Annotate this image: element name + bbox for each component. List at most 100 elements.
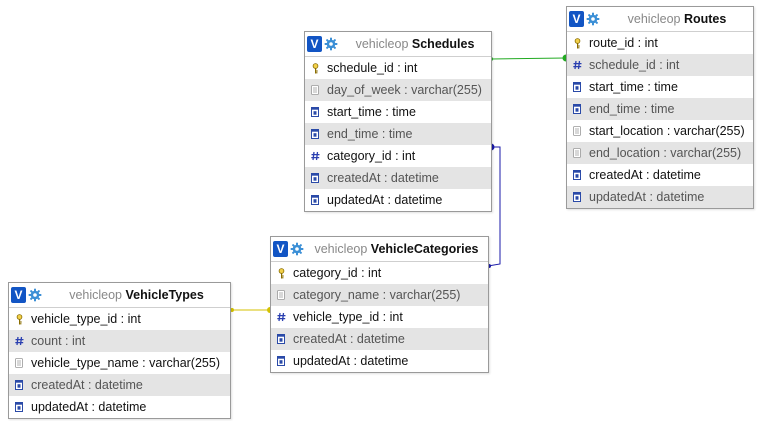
hash-icon (14, 335, 24, 347)
table-name: Schedules (411, 37, 475, 51)
text-icon (310, 84, 320, 96)
column-label: route_id : int (589, 36, 658, 50)
column-label: updatedAt : datetime (327, 193, 443, 207)
column-row[interactable]: end_time : time (567, 98, 753, 120)
table-header[interactable]: V vehicleop VehicleTypes (9, 283, 230, 308)
table-header[interactable]: V vehicleop Routes (567, 7, 753, 32)
column-label: createdAt : datetime (31, 378, 143, 392)
table-name: VehicleTypes (125, 288, 204, 302)
column-label: end_time : time (327, 127, 413, 141)
column-row[interactable]: day_of_week : varchar(255) (305, 79, 491, 101)
key-icon (310, 62, 320, 74)
table-header[interactable]: V vehicleop VehicleCategories (271, 237, 488, 262)
column-row[interactable]: start_time : time (567, 76, 753, 98)
column-label: vehicle_type_id : int (293, 310, 403, 324)
column-label: createdAt : datetime (293, 332, 405, 346)
column-label: category_name : varchar(255) (293, 288, 461, 302)
column-row[interactable]: schedule_id : int (567, 54, 753, 76)
table-title: vehicleop Schedules (339, 37, 491, 51)
column-label: updatedAt : datetime (293, 354, 409, 368)
column-label: category_id : int (327, 149, 416, 163)
column-row[interactable]: start_location : varchar(255) (567, 120, 753, 142)
table-title: vehicleop Routes (601, 12, 753, 26)
link-schedules-routes (489, 54, 570, 62)
v-button[interactable]: V (273, 241, 288, 257)
text-icon (572, 125, 582, 137)
clock-icon (310, 194, 320, 206)
column-label: start_time : time (589, 80, 678, 94)
key-icon (14, 313, 24, 325)
column-label: schedule_id : int (589, 58, 680, 72)
clock-icon (310, 106, 320, 118)
database-name: vehicleop (355, 37, 409, 51)
hash-icon (572, 59, 582, 71)
column-label: end_time : time (589, 102, 675, 116)
column-label: start_time : time (327, 105, 416, 119)
column-list: category_id : int category_name : varchar… (271, 262, 488, 372)
column-list: route_id : int schedule_id : int start_tim… (567, 32, 753, 208)
column-row[interactable]: end_time : time (305, 123, 491, 145)
column-row[interactable]: updatedAt : datetime (9, 396, 230, 418)
gear-icon[interactable] (323, 36, 339, 52)
column-row[interactable]: createdAt : datetime (9, 374, 230, 396)
column-row[interactable]: updatedAt : datetime (305, 189, 491, 211)
column-row[interactable]: updatedAt : datetime (567, 186, 753, 208)
column-row[interactable]: vehicle_type_id : int (9, 308, 230, 330)
table-vehicletypes[interactable]: V vehicleop VehicleTypes vehicle_type_id… (8, 282, 231, 419)
column-row[interactable]: createdAt : datetime (271, 328, 488, 350)
database-name: vehicleop (69, 288, 123, 302)
column-label: vehicle_type_id : int (31, 312, 141, 326)
table-name: Routes (683, 12, 727, 26)
v-button[interactable]: V (11, 287, 26, 303)
column-row[interactable]: count : int (9, 330, 230, 352)
v-button[interactable]: V (307, 36, 322, 52)
key-icon (276, 267, 286, 279)
hash-icon (310, 150, 320, 162)
column-row[interactable]: vehicle_type_id : int (271, 306, 488, 328)
column-row[interactable]: category_id : int (305, 145, 491, 167)
table-title: vehicleop VehicleTypes (43, 288, 230, 302)
table-vehiclecategories[interactable]: V vehicleop VehicleCategories category_i… (270, 236, 489, 373)
gear-icon[interactable] (289, 241, 305, 257)
clock-icon (310, 128, 320, 140)
gear-icon[interactable] (585, 11, 601, 27)
clock-icon (310, 172, 320, 184)
clock-icon (572, 81, 582, 93)
column-row[interactable]: createdAt : datetime (305, 167, 491, 189)
clock-icon (14, 401, 24, 413)
clock-icon (572, 169, 582, 181)
table-routes[interactable]: V vehicleop Routes route_id : int schedul… (566, 6, 754, 209)
column-row[interactable]: createdAt : datetime (567, 164, 753, 186)
gear-icon[interactable] (27, 287, 43, 303)
column-label: createdAt : datetime (327, 171, 439, 185)
column-row[interactable]: start_time : time (305, 101, 491, 123)
v-button[interactable]: V (569, 11, 584, 27)
column-row[interactable]: end_location : varchar(255) (567, 142, 753, 164)
link-vehicletypes-vehiclecategories (230, 307, 273, 313)
clock-icon (572, 191, 582, 203)
clock-icon (14, 379, 24, 391)
hash-icon (276, 311, 286, 323)
column-row[interactable]: category_id : int (271, 262, 488, 284)
database-name: vehicleop (627, 12, 681, 26)
column-row[interactable]: category_name : varchar(255) (271, 284, 488, 306)
text-icon (276, 289, 286, 301)
column-row[interactable]: vehicle_type_name : varchar(255) (9, 352, 230, 374)
table-title: vehicleop VehicleCategories (305, 242, 488, 256)
column-label: updatedAt : datetime (31, 400, 147, 414)
column-row[interactable]: schedule_id : int (305, 57, 491, 79)
clock-icon (572, 103, 582, 115)
database-name: vehicleop (314, 242, 368, 256)
column-row[interactable]: updatedAt : datetime (271, 350, 488, 372)
column-label: updatedAt : datetime (589, 190, 705, 204)
column-row[interactable]: route_id : int (567, 32, 753, 54)
column-label: end_location : varchar(255) (589, 146, 742, 160)
table-header[interactable]: V vehicleop Schedules (305, 32, 491, 57)
column-label: category_id : int (293, 266, 382, 280)
clock-icon (276, 333, 286, 345)
key-icon (572, 37, 582, 49)
text-icon (14, 357, 24, 369)
